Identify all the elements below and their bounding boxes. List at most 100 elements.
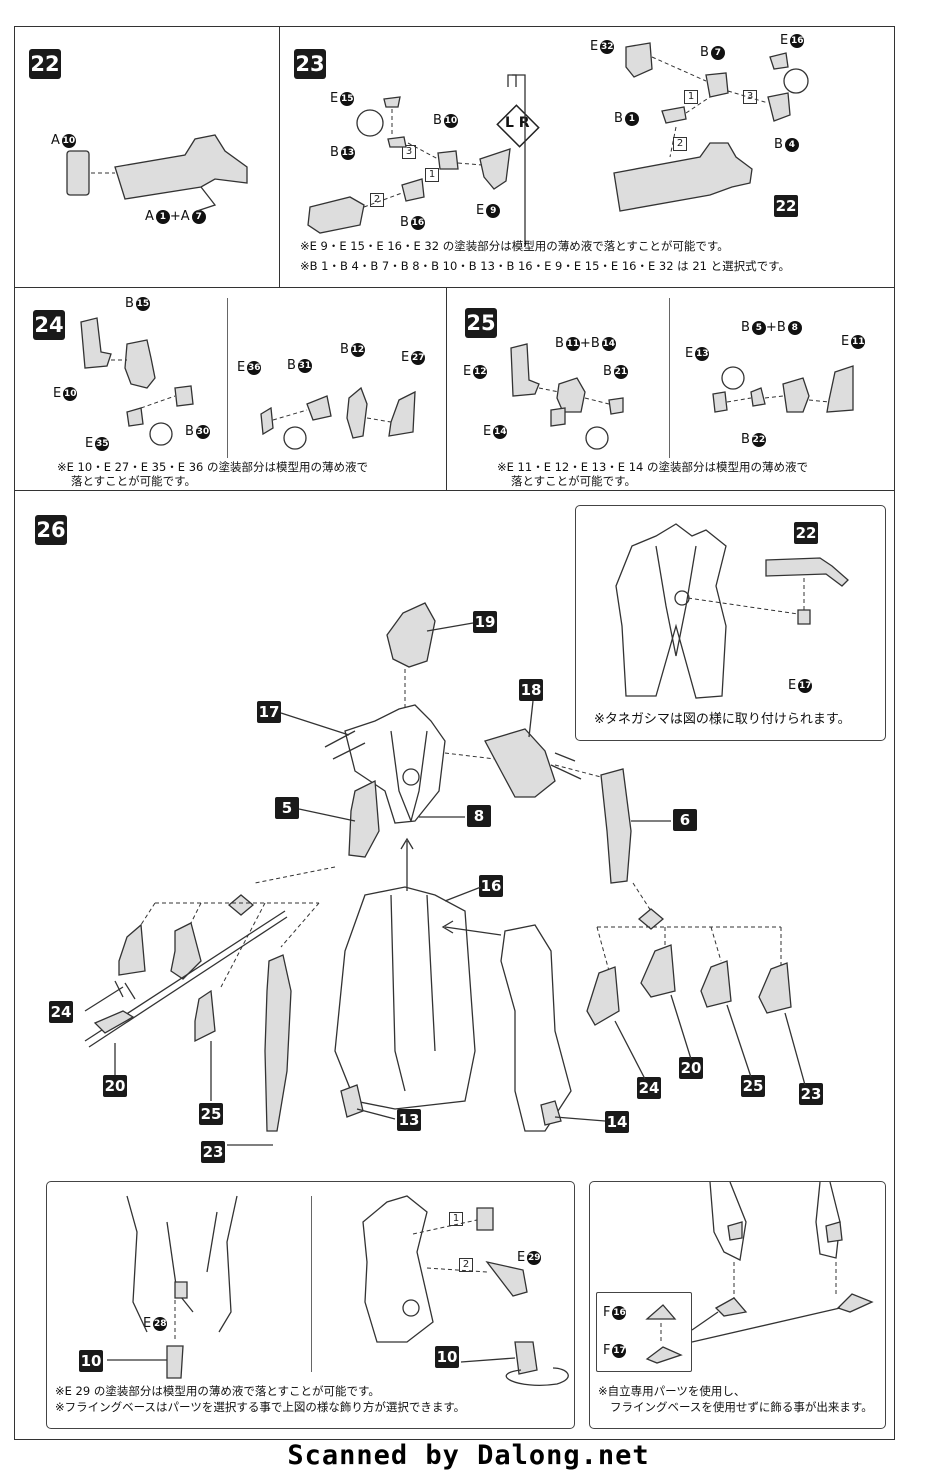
callout-20: 20 (679, 1057, 703, 1079)
seq-2: 2 (673, 137, 687, 151)
hand-parts-illustration (80, 317, 416, 450)
callout-25: 25 (741, 1075, 765, 1097)
callout-17: 17 (257, 701, 281, 723)
seq-1: 1 (425, 168, 439, 182)
flying-base-illustration (107, 1195, 569, 1386)
step-number: 24 (33, 310, 65, 340)
divider (227, 298, 228, 458)
hand-parts-illustration (510, 343, 854, 450)
standalone-note-1: ※自立専用パーツを使用し、 (598, 1384, 746, 1398)
robot-torso-illustration (615, 523, 849, 699)
callout-24: 24 (49, 1001, 73, 1023)
callout-18: 18 (519, 679, 543, 701)
seq-2: 2 (459, 1258, 473, 1272)
callout-6: 6 (673, 809, 697, 831)
standalone-parts (645, 1304, 683, 1364)
callout-23: 23 (201, 1141, 225, 1163)
step-number: 23 (294, 49, 326, 79)
step-24-note-2: 落とすことが可能です。 (71, 474, 197, 488)
step-23-note-2: ※B 1・B 4・B 7・B 8・B 10・B 13・B 16・E 9・E 15… (300, 259, 790, 273)
step-number: 22 (29, 49, 61, 79)
step-23-note-1: ※E 9・E 15・E 16・E 32 の塗装部分は模型用の薄め液で落とすことが… (300, 239, 729, 253)
seq-3: 3 (743, 90, 757, 104)
seq-1: 1 (684, 90, 698, 104)
standalone-note-2: フライングベースを使用せずに飾る事が出来ます。 (610, 1400, 873, 1414)
divider (669, 298, 670, 458)
callout-5: 5 (275, 797, 299, 819)
scanned-by-footer: Scanned by Dalong.net (287, 1440, 650, 1471)
step-24-note-1: ※E 10・E 27・E 35・E 36 の塗装部分は模型用の薄め液で (57, 460, 369, 474)
callout-16: 16 (479, 875, 503, 897)
seq-3: 3 (402, 145, 416, 159)
lr-text: L R (505, 115, 530, 131)
step-25-note-1: ※E 11・E 12・E 13・E 14 の塗装部分は模型用の薄め液で (497, 460, 809, 474)
callout-8: 8 (467, 805, 491, 827)
inset-note: ※タネガシマは図の様に取り付けられます。 (594, 712, 851, 727)
callout-25: 25 (199, 1103, 223, 1125)
callout-13: 13 (397, 1109, 421, 1131)
callout-14: 14 (605, 1111, 629, 1133)
callout-10: 10 (435, 1346, 459, 1368)
robot-assembly-illustration (84, 602, 806, 1146)
flying-base-note-2: ※フライングベースはパーツを選択する事で上図の様な飾り方が選択できます。 (55, 1400, 466, 1414)
gun-illustration (66, 134, 248, 212)
step-number: 26 (35, 515, 67, 545)
flying-base-note-1: ※E 29 の塗装部分は模型用の薄め液で落とすことが可能です。 (55, 1384, 380, 1398)
robot-feet-illustration (691, 1181, 874, 1343)
callout-20: 20 (103, 1075, 127, 1097)
callout-24: 24 (637, 1077, 661, 1099)
callout-10: 10 (79, 1350, 103, 1372)
callout-22: 22 (794, 522, 818, 544)
callout-22: 22 (774, 195, 798, 217)
step-number: 25 (465, 308, 497, 338)
step-25-note-2: 落とすことが可能です。 (511, 474, 637, 488)
seq-1: 1 (449, 1212, 463, 1226)
callout-19: 19 (473, 611, 497, 633)
parts-illustration (307, 42, 809, 247)
divider (311, 1196, 312, 1372)
callout-23: 23 (799, 1083, 823, 1105)
